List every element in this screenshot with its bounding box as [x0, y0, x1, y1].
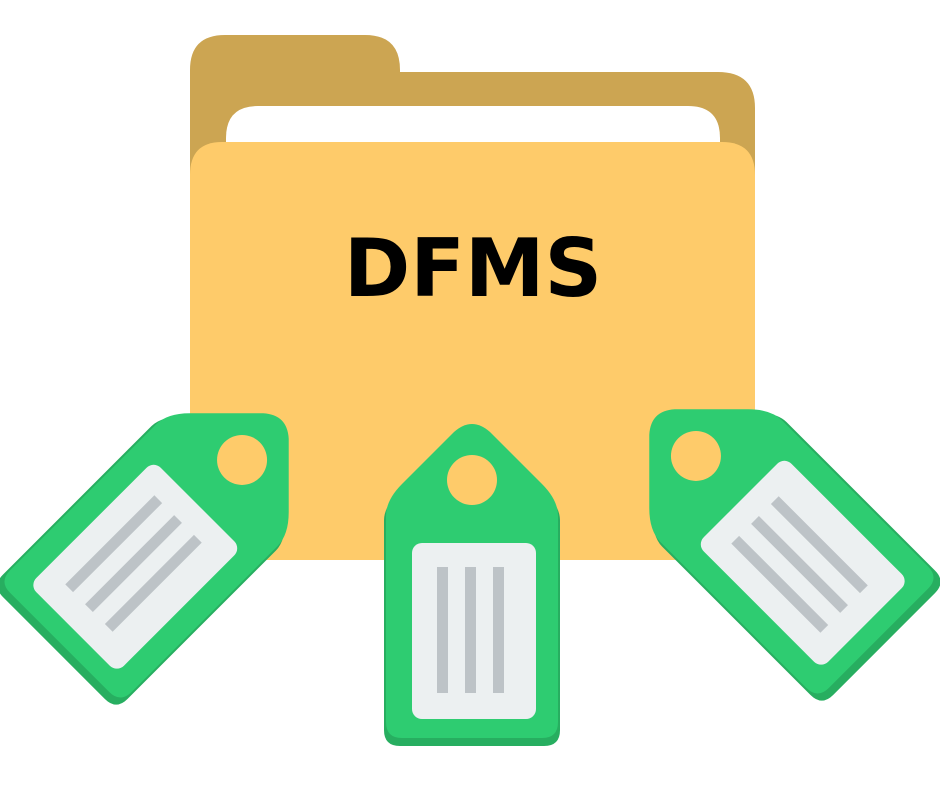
- tag-center: [384, 424, 560, 746]
- tag-right: [649, 409, 940, 701]
- tag-center-line: [437, 567, 448, 693]
- tag-left-line: [85, 515, 182, 612]
- tag-right-hole: [670, 430, 721, 481]
- folder-label: DFMS: [344, 222, 602, 315]
- tag-left-hole: [217, 434, 268, 485]
- tag-left-line: [65, 495, 163, 593]
- tag-center-line: [465, 567, 476, 693]
- tag-left: [0, 413, 289, 705]
- tag-right-line: [751, 516, 848, 613]
- tag-left-line: [104, 534, 202, 632]
- folder-front: [190, 142, 755, 560]
- tag-right-line: [770, 496, 868, 594]
- tag-center-hole: [447, 455, 497, 505]
- tag-right-line: [731, 535, 829, 633]
- tag-center-line: [493, 567, 504, 693]
